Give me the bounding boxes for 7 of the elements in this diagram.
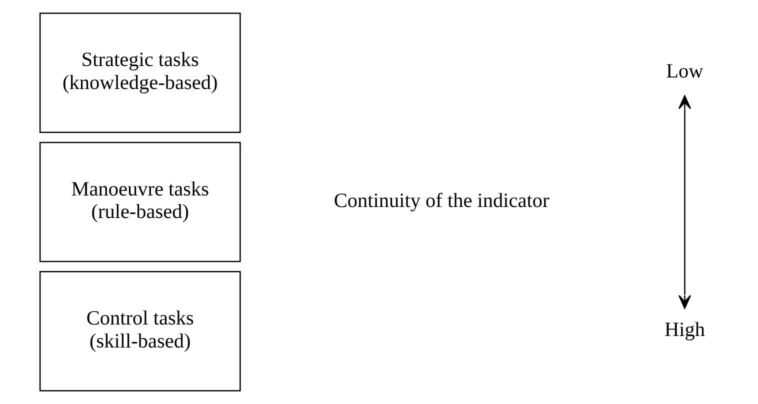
node-box: Control tasks (skill-based) <box>38 271 240 392</box>
node-box: Manoeuvre tasks (rule-based) <box>38 142 240 262</box>
node-box: Strategic tasks (knowledge-based) <box>38 12 240 133</box>
node-text: High <box>664 319 704 341</box>
arrow <box>678 95 691 309</box>
node-text: Low <box>666 60 703 83</box>
label: Continuity of the indicator <box>333 190 549 212</box>
